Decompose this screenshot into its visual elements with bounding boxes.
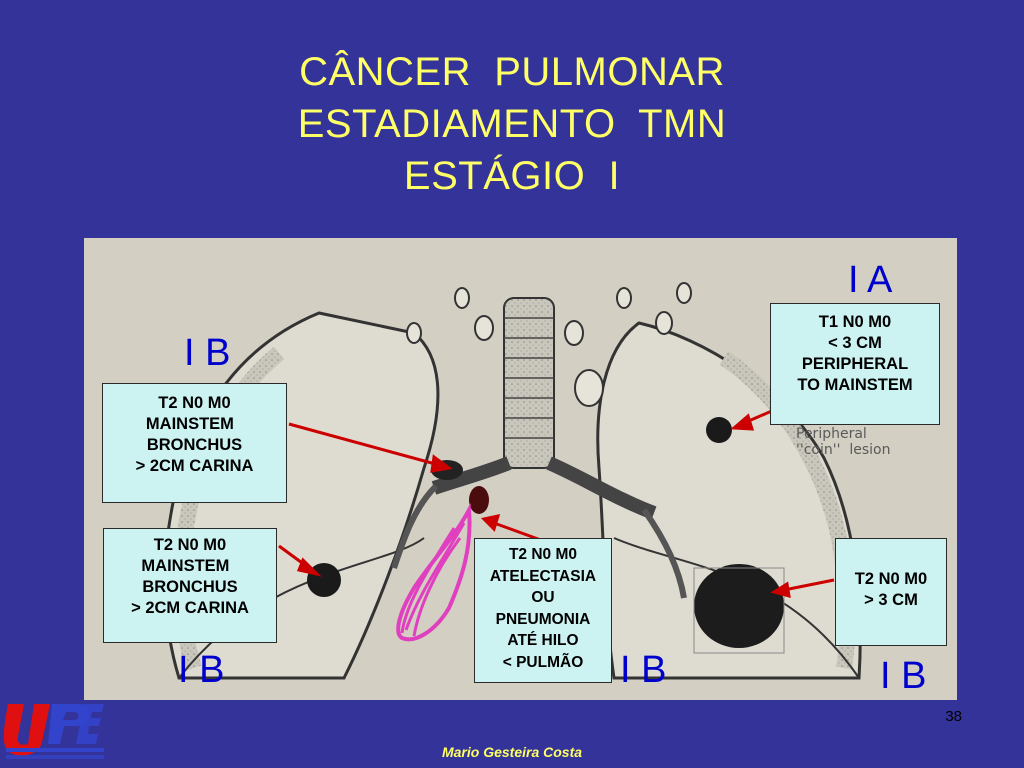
stage-label-ib-bottom-right: I B [880,655,927,697]
box-line: BRONCHUS [142,578,238,596]
stage-label-ia: I A [848,259,893,301]
box-line: OU [531,589,555,606]
box-line: T1 N0 M0 [818,313,892,331]
box-line: T2 N0 M0 [854,570,928,588]
box-t2-atelectasia: T2 N0 M0 ATELECTASIA OU PNEUMONIA ATÉ HI… [474,538,612,683]
box-line: MAINSTEM [141,557,239,575]
coin-lesion [706,417,732,443]
red-arrows [278,408,835,599]
box-line: > 2CM CARINA [131,599,249,617]
large-tumor-left [694,564,784,648]
title-line-2: ESTADIAMENTO TMN [297,102,727,146]
box-line: MAINSTEM [145,415,244,433]
box-line: BRONCHUS [146,436,243,454]
stage-label-ib-center: I B [620,649,667,691]
stage-label-ib-bottom-left: I B [178,649,225,691]
slide-title: CÂNCER PULMONAR ESTADIAMENTO TMN ESTÁGIO… [0,46,1024,202]
trachea [503,297,555,469]
author-credit: Mario Gesteira Costa [441,744,583,760]
box-line: > 3 CM [864,591,918,609]
box-line: ATELECTASIA [489,567,597,585]
hilar-tumor [469,486,489,514]
box-t1-peripheral: T1 N0 M0 < 3 CM PERIPHERAL TO MAINSTEM [770,303,940,425]
box-line: T2 N0 M0 [158,394,231,412]
upe-logo-icon [3,704,104,759]
box-t2-size: T2 N0 M0 > 3 CM [835,538,947,646]
box-line: T2 N0 M0 [153,536,227,554]
box-line: > 2CM CARINA [135,457,254,475]
title-line-3: ESTÁGIO I [403,154,621,198]
box-line: ATÉ HILO [507,632,579,649]
box-t2-mainstem-lower: T2 N0 M0 MAINSTEM BRONCHUS > 2CM CARINA [103,528,277,643]
box-line: < PULMÃO [502,653,584,671]
page-number: 38 [945,708,962,725]
box-line: T2 N0 M0 [508,546,578,563]
box-t2-mainstem-upper: T2 N0 M0 MAINSTEM BRONCHUS > 2CM CARINA [102,383,287,503]
box-line: PNEUMONIA [495,610,591,628]
stage-label-ib-top-left: I B [184,332,231,374]
box-line: < 3 CM [828,334,882,352]
peripheral-coin-lesion-note: Peripheral ''coin'' lesion [796,426,891,458]
box-line: TO MAINSTEM [797,376,913,394]
box-line: PERIPHERAL [801,355,909,373]
title-line-1: CÂNCER PULMONAR [299,50,725,94]
